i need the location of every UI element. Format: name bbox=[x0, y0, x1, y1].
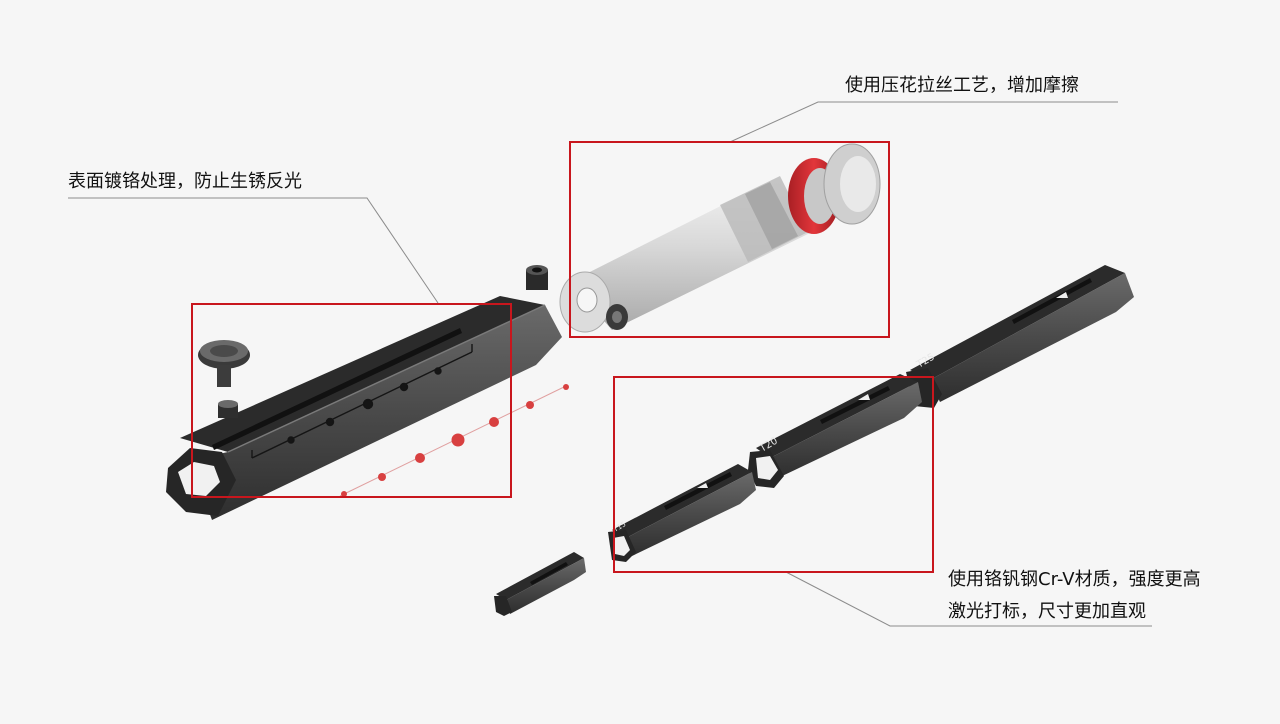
ruler-indicator-dots bbox=[339, 384, 569, 497]
bushing bbox=[526, 265, 548, 290]
leader-lines bbox=[68, 101, 1152, 627]
highlight-box-handle bbox=[191, 303, 512, 498]
caption-knurled-finish: 使用压花拉丝工艺，增加摩擦 bbox=[845, 75, 1079, 96]
handle-hex-socket bbox=[178, 462, 220, 496]
leader-line-knurl bbox=[729, 101, 1118, 143]
leader-line-chrome bbox=[68, 197, 439, 304]
silver-shaft bbox=[559, 143, 881, 333]
handle-body bbox=[166, 296, 562, 520]
caption-crv-steel-line2: 激光打标，尺寸更加直观 bbox=[948, 601, 1146, 622]
highlight-boxes bbox=[191, 141, 934, 573]
bit-t15 bbox=[608, 464, 756, 562]
leader-line-steel bbox=[785, 571, 1152, 627]
highlight-box-bits bbox=[613, 376, 934, 573]
bit-t25 bbox=[906, 265, 1134, 408]
handle-side-face bbox=[190, 305, 562, 520]
shaft-eye-hole bbox=[576, 287, 598, 313]
caption-crv-steel: 使用铬钒钢Cr-V材质，强度更高 激光打标，尺寸更加直观 bbox=[948, 564, 1201, 628]
handle-ruler-markings bbox=[251, 344, 473, 459]
highlight-box-shaft bbox=[569, 141, 890, 338]
caption-chrome-plating: 表面镀铬处理，防止生锈反光 bbox=[68, 171, 302, 192]
handle-slot bbox=[212, 328, 462, 450]
bit-small bbox=[494, 552, 586, 616]
bit-t20 bbox=[748, 374, 922, 488]
shaft-knurl-band-2 bbox=[745, 182, 798, 249]
small-nut bbox=[218, 400, 238, 418]
handle-edge-highlight bbox=[227, 304, 546, 453]
caption-crv-steel-line1: 使用铬钒钢Cr-V材质，强度更高 bbox=[948, 569, 1201, 590]
thumb-screw bbox=[198, 340, 250, 387]
